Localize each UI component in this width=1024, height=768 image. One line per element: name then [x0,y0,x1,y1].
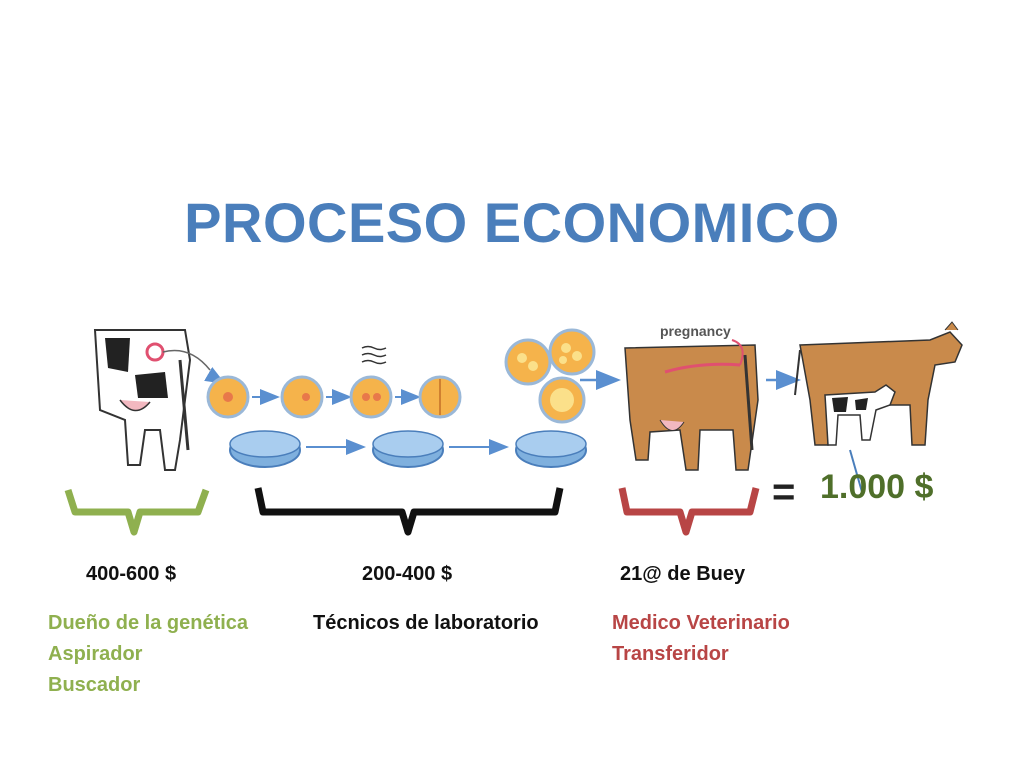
donor-cow-icon [93,329,211,471]
pregnancy-label: pregnancy [660,323,731,339]
cow-and-calf-icon [794,321,963,446]
role-veterinary-list: Medico Veterinario Transferidor [612,608,790,670]
petri-dish-icons [229,430,587,468]
price-veterinary: 21@ de Buey [620,563,746,585]
equals-sign: = [772,470,796,514]
role-item: Transferidor [612,643,729,665]
red-bracket [618,487,760,536]
price-genetics: 400-600 $ [86,563,177,585]
sperm-icon [361,345,387,365]
green-bracket [64,488,210,536]
role-item: Dueño de la genética [48,612,249,634]
role-item: Aspirador [48,643,143,665]
role-item: Técnicos de laboratorio [313,612,539,634]
page-title: PROCESO ECONOMICO [184,191,840,254]
recipient-cow-icon [624,339,759,471]
price-laboratory: 200-400 $ [362,563,453,585]
pointer-line [849,449,863,493]
oocyte-icons [206,375,462,419]
role-genetics-list: Dueño de la genética Aspirador Buscador [48,608,248,701]
embryo-icons [504,328,596,424]
role-item: Medico Veterinario [612,612,790,634]
black-bracket [254,487,564,536]
role-laboratory-list: Técnicos de laboratorio [313,608,539,639]
role-item: Buscador [48,674,141,696]
total-cost: 1.000 $ [820,468,934,506]
